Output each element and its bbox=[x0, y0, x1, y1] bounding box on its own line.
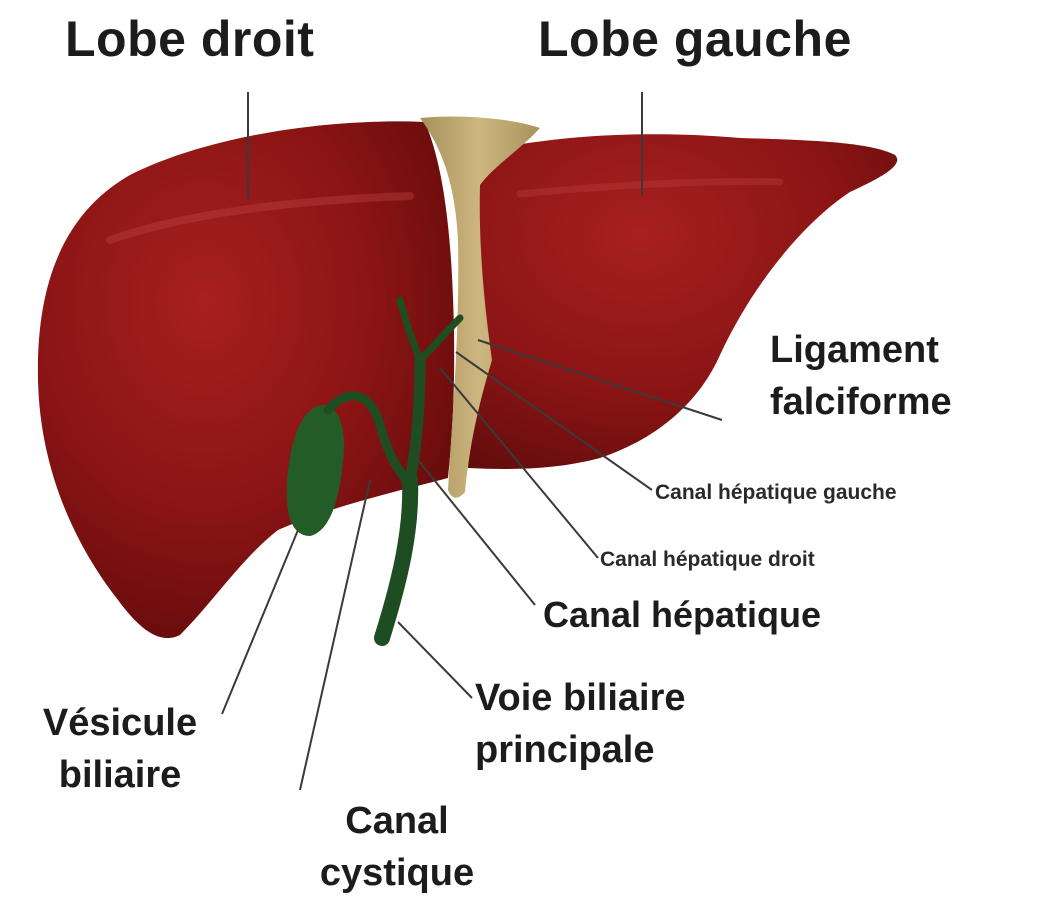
label-canal-hepatique-droit: Canal hépatique droit bbox=[600, 548, 815, 572]
label-vesicule-biliaire: Vésicule biliaire bbox=[20, 697, 220, 801]
label-voie-biliaire-principale: Voie biliaire principale bbox=[475, 672, 685, 776]
leader-voie-biliaire-principale bbox=[398, 622, 472, 698]
label-ligament-falciforme-line1: Ligament bbox=[770, 324, 952, 376]
label-vesicule-line2: biliaire bbox=[20, 749, 220, 801]
label-vesicule-line1: Vésicule bbox=[20, 697, 220, 749]
label-voie-biliaire-line1: Voie biliaire bbox=[475, 672, 685, 724]
label-ligament-falciforme: Ligament falciforme bbox=[770, 324, 952, 428]
label-lobe-gauche: Lobe gauche bbox=[538, 10, 852, 68]
label-voie-biliaire-line2: principale bbox=[475, 724, 685, 776]
label-canal-hepatique-gauche: Canal hépatique gauche bbox=[655, 481, 897, 505]
label-canal-cystique-line2: cystique bbox=[297, 847, 497, 899]
label-canal-hepatique: Canal hépatique bbox=[543, 594, 821, 636]
label-canal-cystique-line1: Canal bbox=[297, 795, 497, 847]
label-lobe-droit: Lobe droit bbox=[65, 10, 314, 68]
label-canal-cystique: Canal cystique bbox=[297, 795, 497, 899]
common-bile-duct bbox=[382, 480, 410, 638]
label-ligament-falciforme-line2: falciforme bbox=[770, 376, 952, 428]
leader-canal-hepatique bbox=[414, 455, 535, 605]
